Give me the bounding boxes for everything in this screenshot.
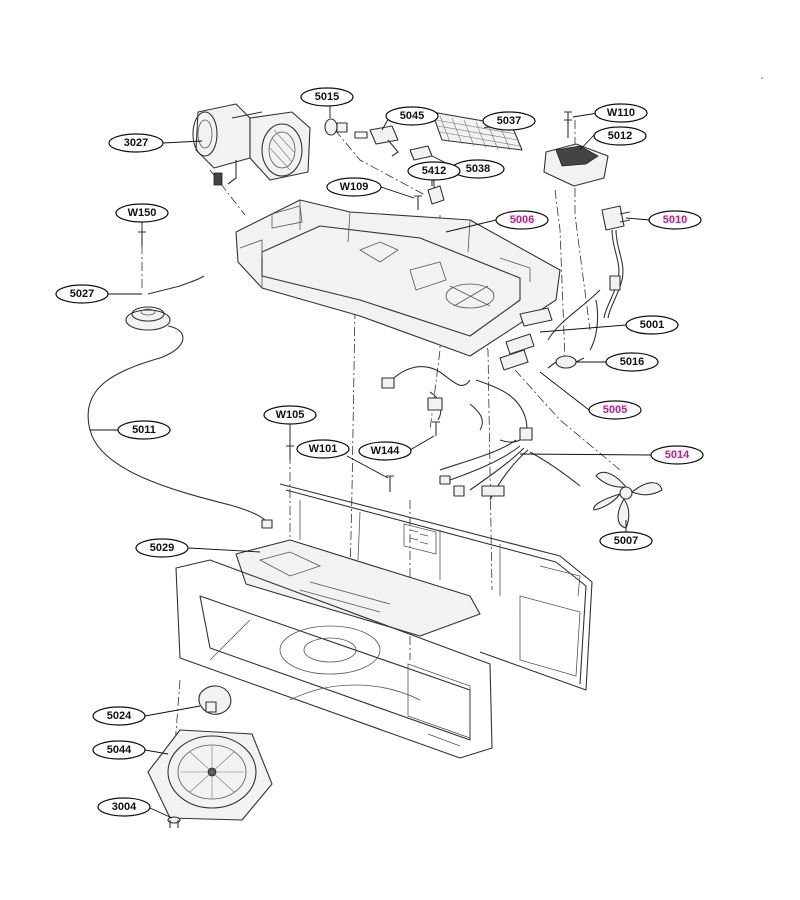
callout-label: 5015	[315, 91, 339, 103]
callout-label: 5024	[107, 710, 132, 722]
lamp-5015	[324, 118, 348, 136]
callout-label: W144	[371, 445, 401, 457]
screw-w101	[386, 475, 394, 492]
callout-label: 5005	[603, 404, 627, 416]
callout-5024: 5024	[92, 706, 146, 726]
callout-5012: 5012	[593, 126, 647, 146]
switch-5038	[409, 145, 433, 161]
callout-w144: W144	[358, 441, 412, 461]
callout-w150: W150	[115, 203, 169, 223]
callout-label: 5045	[400, 110, 424, 122]
fuse-5001	[499, 307, 553, 371]
leader-lines	[90, 104, 652, 819]
callout-5001: 5001	[625, 315, 679, 335]
filter-grille-5037	[431, 111, 523, 151]
blower-fan-motor-3027	[192, 103, 311, 186]
screw-w109	[414, 195, 422, 210]
oven-cavity-5029	[235, 483, 593, 691]
callout-w105: W105	[263, 405, 317, 425]
callout-label: 5044	[107, 744, 132, 756]
screw-w105	[286, 445, 294, 460]
screw-w144	[432, 421, 440, 436]
callout-5045: 5045	[385, 106, 439, 126]
turntable-motor-5044	[147, 729, 273, 821]
cable-5011	[87, 325, 273, 529]
callout-w101: W101	[296, 439, 350, 459]
wire-harness-5014	[439, 427, 581, 501]
relay-board-5012	[543, 119, 609, 187]
callout-5412: 5412	[407, 161, 461, 181]
screw-w150	[138, 231, 146, 246]
callout-label: 5037	[497, 115, 521, 127]
callout-5007: 5007	[599, 531, 653, 551]
callout-5016: 5016	[605, 352, 659, 372]
callout-label: 5027	[70, 288, 94, 300]
power-cord-5010	[601, 205, 631, 319]
stray-mark	[761, 77, 763, 79]
callout-label: 5412	[422, 165, 446, 177]
callout-3004: 3004	[97, 797, 151, 817]
callout-label: 5029	[150, 542, 174, 554]
callout-label: 5007	[614, 535, 638, 547]
callout-label: 3004	[112, 801, 137, 813]
callout-5014: 5014	[650, 445, 704, 465]
callout-5037: 5037	[482, 111, 536, 131]
callout-5010: 5010	[648, 210, 702, 230]
screw-w110	[564, 111, 572, 124]
callout-5006: 5006	[495, 210, 549, 230]
callout-label: W101	[309, 443, 338, 455]
callout-5011: 5011	[117, 420, 171, 440]
callout-label: 5011	[132, 424, 156, 436]
callout-3027: 3027	[108, 133, 164, 153]
base-plate-5006	[235, 199, 561, 357]
callout-w110: W110	[594, 103, 648, 123]
coupler-5024	[198, 685, 232, 715]
stirrer-motor-5027	[125, 275, 205, 331]
callout-label: 5038	[466, 163, 490, 175]
callout-label: 5016	[620, 356, 644, 368]
screw-3004	[167, 816, 181, 828]
callout-label: 5014	[665, 449, 690, 461]
callout-label: W109	[340, 181, 369, 193]
callout-label: 5012	[608, 130, 632, 142]
fan-blade-5007	[593, 471, 663, 529]
callout-label: W110	[607, 107, 635, 119]
socket-5045	[354, 125, 399, 157]
callout-5029: 5029	[135, 538, 189, 558]
callout-label: 5010	[663, 214, 687, 226]
callout-label: W105	[276, 409, 305, 421]
callout-5005: 5005	[588, 400, 642, 420]
callout-label: 5006	[510, 214, 534, 226]
callout-label: W150	[128, 207, 157, 219]
callout-5015: 5015	[300, 87, 354, 107]
callout-w109: W109	[326, 177, 382, 197]
front-frame	[175, 559, 493, 759]
callout-5027: 5027	[55, 284, 109, 304]
callout-5044: 5044	[92, 740, 146, 760]
callout-label: 5001	[640, 319, 664, 331]
callout-label: 3027	[124, 137, 148, 149]
